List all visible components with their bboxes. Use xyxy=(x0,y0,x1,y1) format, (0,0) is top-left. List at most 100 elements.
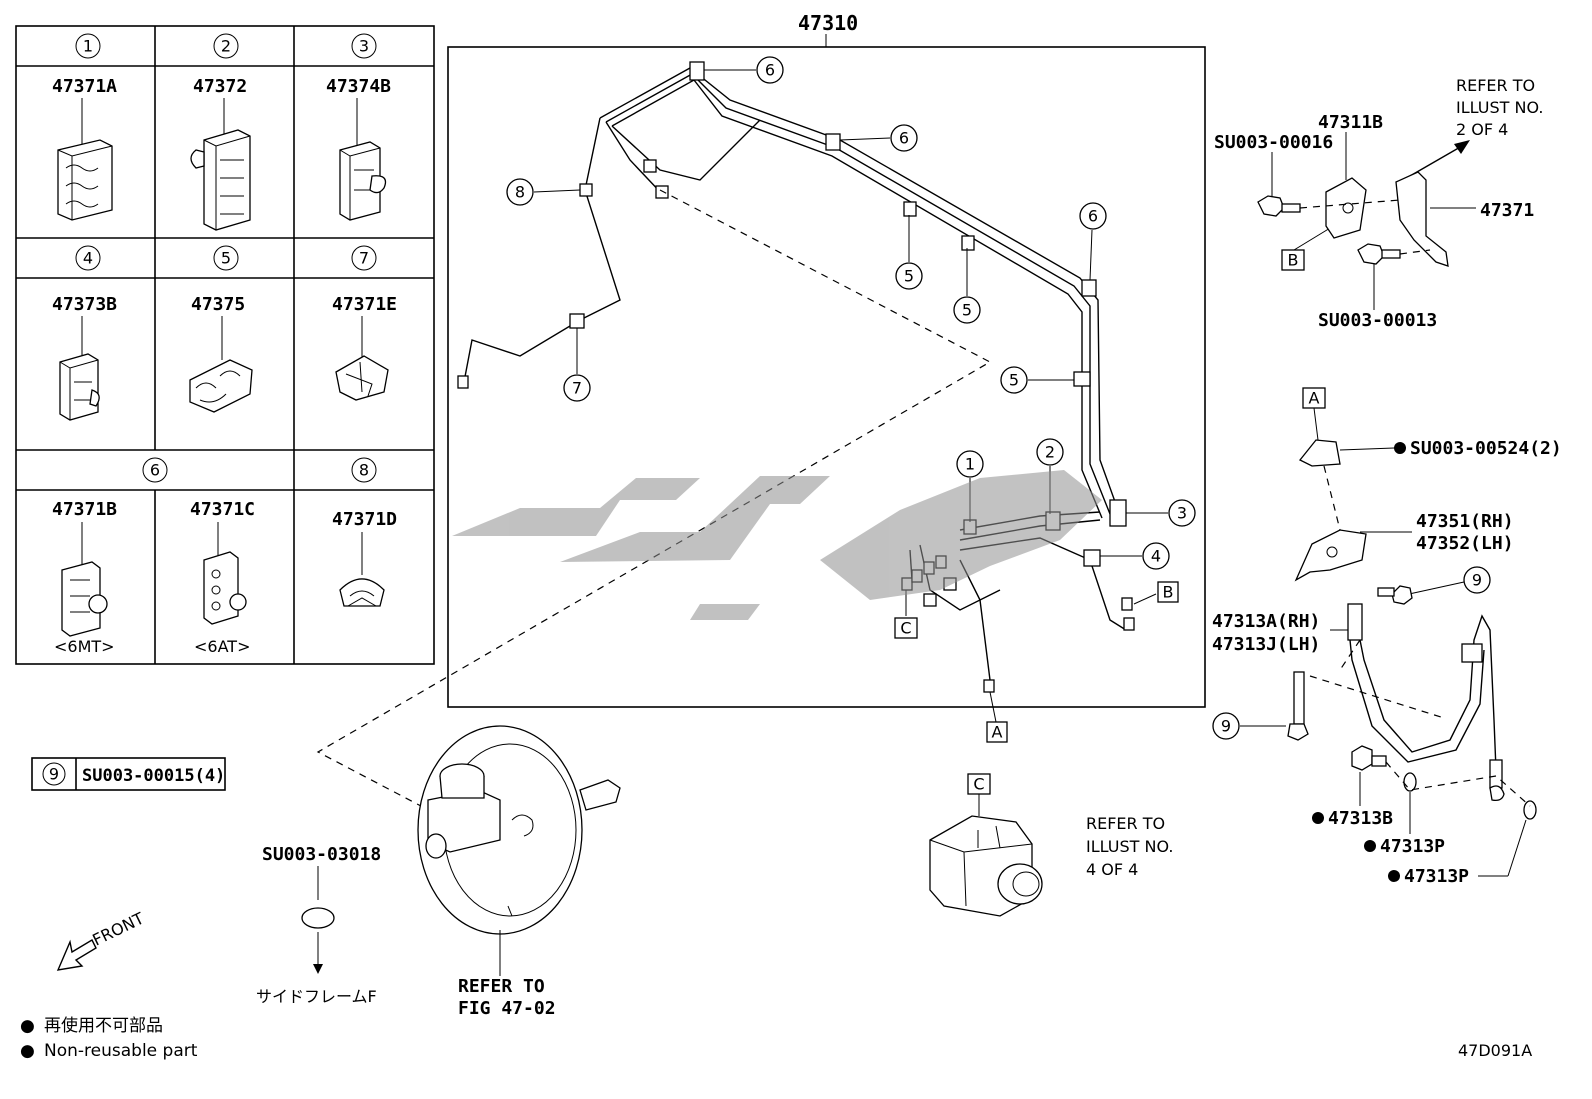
clip-part-47373b: 47373B xyxy=(52,294,117,315)
part-su003-03018: SU003-03018 xyxy=(262,844,381,865)
brake-hose xyxy=(1359,614,1497,771)
main-assembly: 47310 xyxy=(316,11,1206,817)
bracket-47371-icon xyxy=(1395,171,1449,267)
legend-dot-1: ● xyxy=(20,1016,35,1036)
part-47313a-rh: 47313A(RH) xyxy=(1212,611,1320,632)
callout-9b: 9 xyxy=(1221,717,1231,736)
callout-7: 7 xyxy=(572,379,582,398)
bolt-box-part: SU003-00015(4) xyxy=(82,766,225,786)
part-su003-00016: SU003-00016 xyxy=(1214,132,1333,153)
part-su003-00013: SU003-00013 xyxy=(1318,310,1437,331)
connector-c-main: C xyxy=(900,619,911,638)
front-label: FRONT xyxy=(89,908,147,949)
callout-6a: 6 xyxy=(765,61,775,80)
callout-5b: 5 xyxy=(962,301,972,320)
part-47371: 47371 xyxy=(1480,200,1534,221)
bracket-47311b-icon xyxy=(1325,177,1367,239)
clip-index-5: 5 xyxy=(221,249,231,268)
front-arrow-icon xyxy=(56,939,97,971)
figure-code: 47D091A xyxy=(1458,1041,1532,1060)
refer-top-line1: REFER TO xyxy=(1456,76,1535,95)
legend-dot-2: ● xyxy=(20,1041,35,1061)
clip-index-8: 8 xyxy=(359,461,369,480)
callout-6c: 6 xyxy=(1088,207,1098,226)
clip-part-47371d: 47371D xyxy=(332,509,397,530)
master-cylinder-booster: REFER TO FIG 47-02 xyxy=(417,725,621,1019)
part-47313j-lh: 47313J(LH) xyxy=(1212,634,1320,655)
part-47352lh: 47352(LH) xyxy=(1416,533,1514,554)
clip-part-47371b: 47371B xyxy=(52,499,117,520)
front-arrow: FRONT xyxy=(56,908,147,971)
legend-text-en: Non-reusable part xyxy=(44,1041,198,1061)
clip-part-47371c: 47371C xyxy=(190,499,255,520)
master-refer-line2: FIG 47-02 xyxy=(458,998,556,1019)
grommet: SU003-03018 サイドフレームF xyxy=(256,844,381,1006)
clip-47373b-icon xyxy=(59,353,100,421)
bolt-box: 9 SU003-00015(4) xyxy=(31,757,226,791)
clip-index-6: 6 xyxy=(150,461,160,480)
master-refer-line1: REFER TO xyxy=(458,976,545,997)
legend-text-jp: 再使用不可部品 xyxy=(44,1015,163,1036)
bolt-su003-00016-icon xyxy=(1257,195,1301,217)
clip-47374b-icon xyxy=(339,141,387,221)
clip-47371d-icon xyxy=(339,578,385,607)
abs-refer-line2: ILLUST NO. xyxy=(1086,837,1173,856)
clip-47371b-icon xyxy=(61,561,108,637)
gasket-1-icon xyxy=(1403,772,1417,792)
part-47313b: 47313B xyxy=(1328,808,1393,829)
connector-a-main: A xyxy=(992,723,1003,742)
clip-47371e-icon xyxy=(335,355,389,401)
hose-bracket-icon xyxy=(1294,529,1367,582)
union-bolt-icon xyxy=(1351,745,1387,771)
clip-note-6mt: <6MT> xyxy=(54,637,115,656)
clip-47372-icon xyxy=(190,129,251,231)
grommet-icon xyxy=(301,907,335,929)
legend: ● 再使用不可部品 ● Non-reusable part xyxy=(20,1015,198,1061)
clip-index-2: 2 xyxy=(221,37,231,56)
callout-5c: 5 xyxy=(1009,371,1019,390)
refer-top-line2: ILLUST NO. xyxy=(1456,98,1543,117)
callout-8: 8 xyxy=(515,183,525,202)
clip-part-47371e: 47371E xyxy=(332,294,397,315)
callout-4: 4 xyxy=(1151,547,1161,566)
clip-47371a-icon xyxy=(57,139,113,221)
bolt-box-index: 9 xyxy=(49,765,59,784)
connector-c-abs: C xyxy=(973,775,984,794)
clip-index-1: 1 xyxy=(83,37,93,56)
abs-module: REFER TO ILLUST NO. 4 OF 4 xyxy=(929,794,1173,917)
abs-refer-line3: 4 OF 4 xyxy=(1086,860,1138,879)
bolt-9a-icon xyxy=(1377,585,1413,605)
hose-assembly: SU003-00524(2) 47351(RH) 47352(LH) 47313… xyxy=(1212,407,1562,887)
watermark-logo xyxy=(452,470,1102,620)
clip-index-3: 3 xyxy=(359,37,369,56)
clip-47371c-icon xyxy=(203,551,247,625)
part-47311b: 47311B xyxy=(1318,112,1383,133)
hose-clip-icon xyxy=(1298,439,1341,467)
upper-right-brackets: REFER TO ILLUST NO. 2 OF 4 47311B SU003-… xyxy=(1214,76,1543,331)
part-47351rh: 47351(RH) xyxy=(1416,511,1514,532)
clip-index-4: 4 xyxy=(83,249,93,268)
clip-table: 1 2 3 4 5 7 6 8 47371A 47372 47374B 4737… xyxy=(15,25,435,665)
bolt-9b-icon xyxy=(1287,671,1309,741)
clip-part-47371a: 47371A xyxy=(52,76,117,97)
clip-index-7: 7 xyxy=(359,249,369,268)
main-assembly-label: 47310 xyxy=(798,11,858,35)
grommet-target: サイドフレームF xyxy=(256,987,377,1006)
clip-index-1-circle xyxy=(75,33,101,59)
abs-refer-line1: REFER TO xyxy=(1086,814,1165,833)
clip-part-47372: 47372 xyxy=(193,76,247,97)
clip-47375-icon xyxy=(189,359,253,413)
part-su003-00524: SU003-00524(2) xyxy=(1410,438,1562,459)
clip-note-6at: <6AT> xyxy=(194,637,250,656)
gasket-2-icon xyxy=(1523,800,1537,820)
bolt-su003-00013-icon xyxy=(1357,243,1401,265)
refer-top-line3: 2 OF 4 xyxy=(1456,120,1508,139)
part-47313p-b: 47313P xyxy=(1404,866,1469,887)
clip-part-47375: 47375 xyxy=(191,294,245,315)
callout-5a: 5 xyxy=(904,267,914,286)
callout-3: 3 xyxy=(1177,504,1187,523)
callout-6b: 6 xyxy=(899,129,909,148)
clip-part-47374b: 47374B xyxy=(326,76,391,97)
callout-9a: 9 xyxy=(1472,571,1482,590)
